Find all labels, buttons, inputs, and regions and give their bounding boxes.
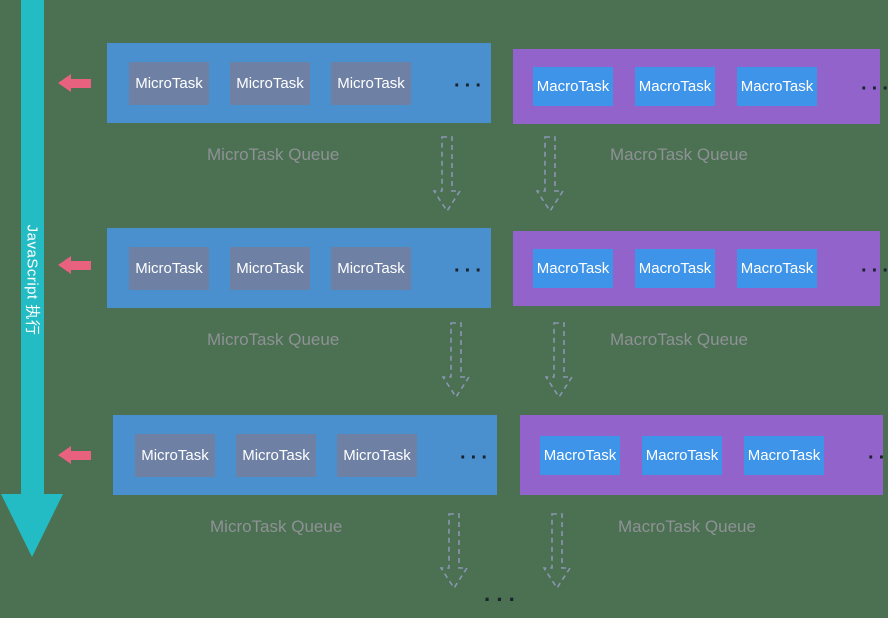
microtask-item: MicroTask (129, 61, 209, 105)
return-arrow-icon (58, 256, 91, 275)
macrotask-queue-label: MacroTask Queue (618, 517, 756, 536)
return-arrow-tail (70, 79, 91, 88)
return-arrow-tail (70, 451, 91, 460)
continuation-ellipsis: ··· (484, 587, 521, 612)
ellipsis: ··· (861, 78, 888, 100)
dashed-down-arrow-icon (442, 322, 470, 398)
javascript-execution-label: JavaScript 执行 (23, 224, 41, 336)
microtask-item: MicroTask (331, 246, 411, 290)
macrotask-queue-row3: MacroTask MacroTask MacroTask ··· (520, 415, 888, 495)
microtask-queue-label: MicroTask Queue (207, 145, 340, 164)
macrotask-item: MacroTask (737, 249, 817, 288)
macrotask-item: MacroTask (533, 67, 613, 106)
microtask-item: MicroTask (236, 433, 316, 477)
microtask-queue-label: MicroTask Queue (210, 517, 343, 536)
return-arrow-icon (58, 74, 91, 93)
return-arrow-icon (58, 446, 91, 465)
microtask-queue-row2: MicroTask MicroTask MicroTask ··· (107, 228, 491, 308)
macrotask-item: MacroTask (540, 435, 620, 475)
ellipsis: ··· (460, 446, 492, 469)
microtask-queue-row3: MicroTask MicroTask MicroTask ··· (113, 415, 497, 495)
macrotask-item: MacroTask (635, 249, 715, 288)
microtask-item: MicroTask (230, 61, 310, 105)
microtask-item: MicroTask (129, 246, 209, 290)
macrotask-queue-label: MacroTask Queue (610, 330, 748, 349)
macrotask-item: MacroTask (533, 249, 613, 288)
microtask-item: MicroTask (331, 61, 411, 105)
microtask-queue-row1: MicroTask MicroTask MicroTask ··· (107, 43, 491, 123)
ellipsis: ··· (454, 259, 486, 282)
microtask-item: MicroTask (135, 433, 215, 477)
dashed-down-arrow-icon (545, 322, 573, 398)
dashed-down-arrow-icon (536, 136, 564, 212)
javascript-execution-arrowhead-icon (1, 494, 63, 557)
ellipsis: ··· (861, 260, 888, 282)
ellipsis: ··· (454, 74, 486, 97)
return-arrow-tail (70, 261, 91, 270)
macrotask-item: MacroTask (744, 435, 824, 475)
macrotask-item: MacroTask (635, 67, 715, 106)
microtask-item: MicroTask (230, 246, 310, 290)
return-arrow-head-icon (58, 446, 71, 464)
microtask-queue-label: MicroTask Queue (207, 330, 340, 349)
macrotask-item: MacroTask (737, 67, 817, 106)
macrotask-item: MacroTask (642, 435, 722, 475)
macrotask-queue-label: MacroTask Queue (610, 145, 748, 164)
ellipsis: ··· (868, 446, 888, 469)
macrotask-queue-row2: MacroTask MacroTask MacroTask ··· (513, 231, 888, 306)
return-arrow-head-icon (58, 74, 71, 92)
dashed-down-arrow-icon (440, 513, 468, 589)
microtask-item: MicroTask (337, 433, 417, 477)
dashed-down-arrow-icon (433, 136, 461, 212)
dashed-down-arrow-icon (543, 513, 571, 589)
return-arrow-head-icon (58, 256, 71, 274)
javascript-execution-arrow-bar (21, 0, 44, 494)
macrotask-queue-row1: MacroTask MacroTask MacroTask ··· (513, 49, 888, 124)
